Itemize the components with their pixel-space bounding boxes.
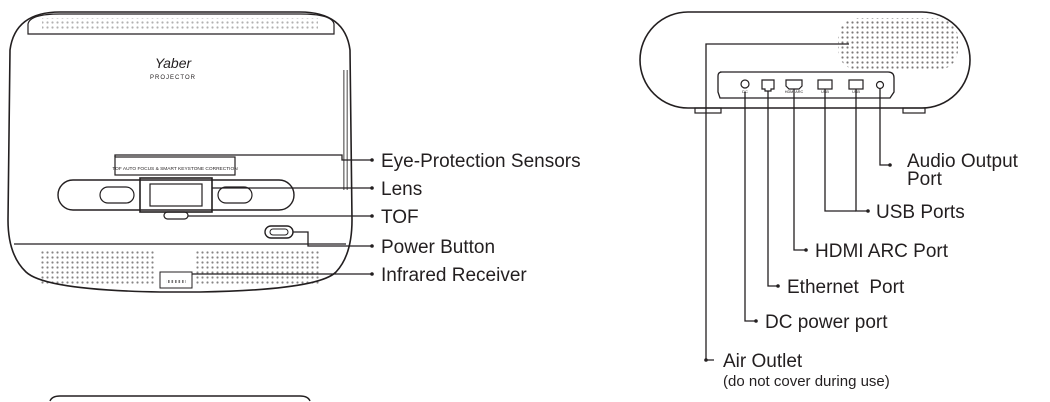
foot-right [902, 107, 926, 114]
eye-sensor-right [217, 186, 253, 204]
leader-audio [879, 89, 890, 166]
power-button [264, 225, 294, 239]
label-lens: Lens [381, 179, 422, 200]
side-vent [343, 70, 348, 190]
foot-left [694, 107, 722, 114]
power-button-inner [269, 228, 289, 236]
label-audio-output-line1: Audio Output [907, 151, 1019, 172]
label-dc-power: DC power port [765, 312, 888, 333]
label-hdmi-arc: HDMI ARC Port [815, 241, 949, 262]
front-view-projector: Yaber PROJECTOR TOF AUTO FOCUS & SMART K… [7, 11, 353, 293]
usb-port-1 [817, 79, 833, 90]
top-vent-grille [42, 18, 318, 30]
leader-dc-power [744, 92, 756, 322]
leader-ethernet [767, 91, 778, 287]
front-leader-lines [114, 154, 374, 276]
label-air-outlet-note: (do not cover during use) [723, 373, 890, 390]
label-ethernet: Ethernet Port [787, 277, 905, 298]
label-tof: TOF [381, 207, 419, 228]
label-eye-protection: Eye-Protection Sensors [381, 151, 581, 172]
sensor-strip [114, 156, 236, 176]
port-panel [717, 71, 895, 99]
next-figure-edge [49, 395, 311, 402]
dc-port [740, 79, 750, 89]
tof-sensor [163, 211, 189, 220]
leader-air-outlet [705, 43, 849, 361]
ethernet-port [761, 79, 775, 92]
projector-body-outline [7, 11, 353, 293]
infrared-receiver [159, 271, 193, 289]
hdmi-port [785, 79, 803, 90]
rear-view-projector: DC HDMI ARC USB USB [639, 11, 971, 114]
lens-inner [149, 183, 203, 207]
top-lid-rim [27, 13, 335, 35]
eye-sensor-left [99, 186, 135, 204]
leader-power-button [293, 231, 372, 247]
lens-panel [57, 179, 295, 211]
label-audio-output-line2: Port [907, 169, 943, 190]
air-outlet-grille [838, 18, 958, 70]
lens-panel-text: TOF AUTO FOCUS & SMART KEYSTONE CORRECTI… [112, 166, 238, 172]
leader-usb-1 [824, 89, 856, 212]
brand-sub: PROJECTOR [150, 75, 196, 81]
label-usb-ports: USB Ports [876, 202, 965, 223]
label-infrared-receiver: Infrared Receiver [381, 265, 527, 286]
speaker-grille-left [40, 250, 156, 284]
rear-leader-lines [704, 43, 892, 362]
dc-port-mark: DC [742, 89, 748, 94]
leader-hdmi [793, 89, 806, 251]
rear-body-outline [639, 11, 971, 109]
brand-logo: Yaber [155, 55, 193, 71]
infrared-window [166, 280, 186, 283]
audio-port [875, 80, 885, 90]
speaker-grille-right [196, 250, 320, 284]
lens [139, 177, 213, 213]
label-air-outlet: Air Outlet [723, 351, 803, 372]
usb-port-2 [848, 79, 864, 90]
label-power-button: Power Button [381, 237, 495, 258]
leader-eye-protection [114, 154, 372, 161]
leader-usb-2 [855, 89, 868, 212]
